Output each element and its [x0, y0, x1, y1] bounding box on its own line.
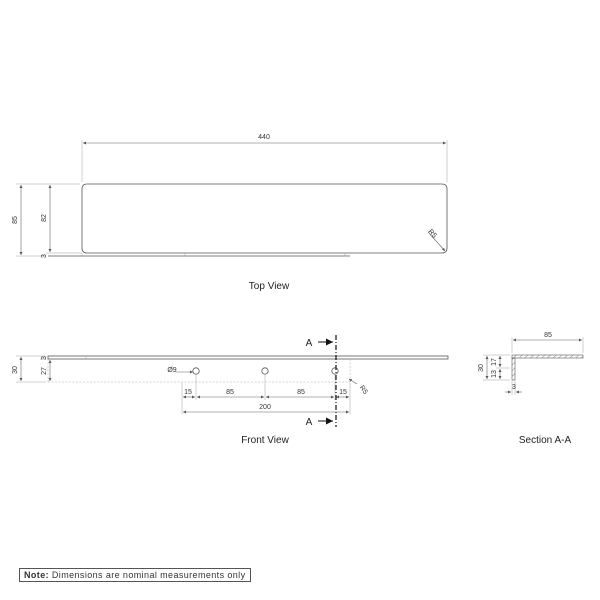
- dim-lip: 3: [41, 254, 48, 258]
- dim-span: 200: [259, 404, 271, 411]
- mounting-hole-3: [331, 367, 339, 375]
- front-view-title: Front View: [241, 435, 289, 446]
- section-flange: [511, 354, 584, 359]
- front-view: Ø9 R5 30 27 3 15 85 85 15 200: [12, 335, 449, 446]
- dim-section-thickness: 3: [512, 384, 516, 391]
- dim-section-height-total: 30: [478, 364, 485, 372]
- dim-edge-right: 15: [339, 389, 347, 396]
- dim-section-width: 85: [544, 332, 552, 339]
- dim-edge-left: 15: [184, 389, 192, 396]
- dim-section-lower: 13: [491, 370, 498, 378]
- dim-front-height-lower: 27: [41, 367, 48, 375]
- dim-height-inner: 82: [41, 214, 48, 222]
- dim-pitch-2: 85: [297, 389, 305, 396]
- dim-radius-top: R5: [427, 228, 438, 239]
- section-view-title: Section A-A: [519, 435, 572, 446]
- section-view: 85 30 17 13 3 Section A-A: [478, 332, 584, 446]
- dim-pitch-1: 85: [226, 389, 234, 396]
- top-view-plate-outline: [81, 183, 448, 254]
- mounting-hole-1: [192, 367, 200, 375]
- section-leg: [511, 357, 516, 381]
- note-text: Dimensions are nominal measurements only: [51, 570, 246, 580]
- note-box: Note: Dimensions are nominal measurement…: [19, 568, 251, 582]
- section-mark-top: A: [306, 338, 313, 349]
- front-view-flange: [47, 355, 449, 360]
- dim-height-total: 85: [12, 216, 19, 224]
- top-view-title: Top View: [249, 281, 290, 292]
- dim-length: 440: [258, 134, 270, 141]
- dim-section-upper: 17: [491, 358, 498, 366]
- dim-front-thickness: 3: [41, 356, 48, 360]
- dim-hole-dia: Ø9: [167, 367, 176, 374]
- dim-front-height-total: 30: [12, 366, 19, 374]
- top-view: 440 85 82 3 R5 Top View: [12, 134, 448, 292]
- section-mark-bottom: A: [306, 417, 313, 428]
- mounting-hole-2: [261, 367, 269, 375]
- note-label: Note:: [24, 570, 49, 580]
- dim-radius-front: R5: [358, 384, 369, 395]
